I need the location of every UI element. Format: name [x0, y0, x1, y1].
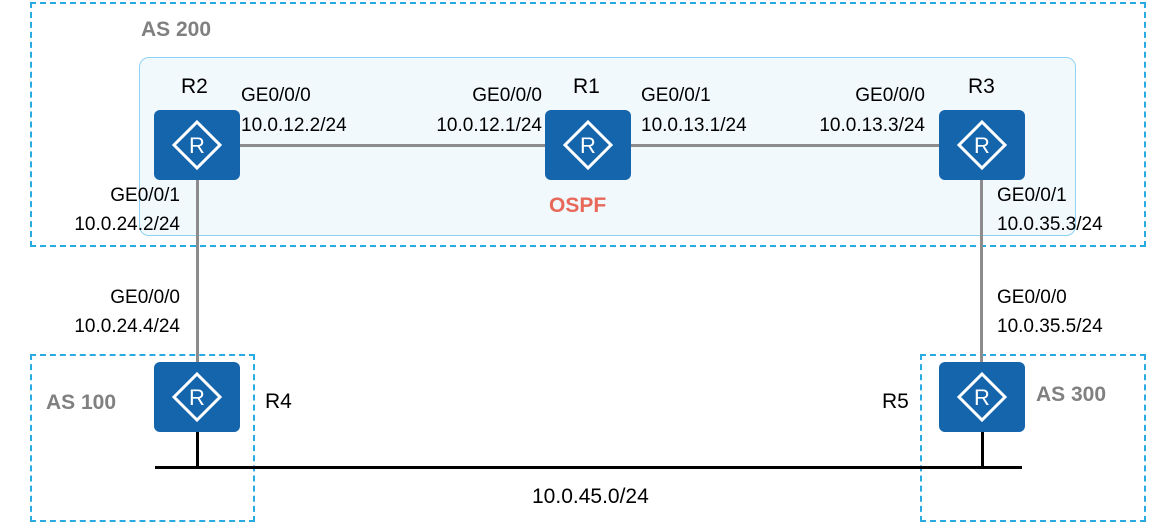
router-icon: R	[562, 119, 614, 171]
r4-ge000-port: GE0/0/0	[110, 287, 180, 308]
r5-bus-drop	[981, 432, 984, 468]
as100-boundary	[30, 354, 255, 522]
bus-network-label: 10.0.45.0/24	[532, 485, 649, 508]
router-r1-name: R1	[573, 75, 600, 98]
router-r3[interactable]: R	[939, 110, 1025, 180]
as200-label: AS 200	[141, 18, 212, 41]
r3-ge001-port: GE0/0/1	[997, 185, 1067, 206]
svg-text:R: R	[974, 385, 990, 410]
router-r2-name: R2	[181, 75, 208, 98]
link-r3-r5	[980, 178, 983, 364]
r4-ge000-ip: 10.0.24.4/24	[74, 316, 180, 337]
router-r5-name: R5	[882, 390, 909, 413]
r2-ge000-ip: 10.0.12.2/24	[241, 115, 347, 136]
router-r4[interactable]: R	[154, 362, 240, 432]
router-r3-name: R3	[968, 75, 995, 98]
r4-bus-drop	[196, 432, 199, 468]
svg-text:R: R	[580, 133, 596, 158]
bus-network-line	[155, 466, 1022, 469]
r3-ge001-ip: 10.0.35.3/24	[997, 214, 1103, 235]
link-r2-r1	[238, 144, 548, 147]
as300-boundary	[920, 354, 1146, 522]
link-r2-r4	[196, 178, 199, 364]
r5-ge000-port: GE0/0/0	[997, 287, 1067, 308]
r3-ge000-port: GE0/0/0	[855, 85, 925, 106]
router-r1[interactable]: R	[545, 110, 631, 180]
router-icon: R	[956, 371, 1008, 423]
router-r4-name: R4	[265, 390, 292, 413]
r3-ge000-ip: 10.0.13.3/24	[819, 115, 925, 136]
router-icon: R	[171, 119, 223, 171]
svg-text:R: R	[189, 133, 205, 158]
r1-ge000-ip: 10.0.12.1/24	[436, 115, 542, 136]
router-icon: R	[956, 119, 1008, 171]
as100-label: AS 100	[46, 391, 117, 414]
r1-ge001-ip: 10.0.13.1/24	[641, 115, 747, 136]
as200-boundary	[30, 2, 1146, 247]
r5-ge000-ip: 10.0.35.5/24	[997, 316, 1103, 337]
r1-ge001-port: GE0/0/1	[641, 85, 711, 106]
r2-ge000-port: GE0/0/0	[241, 85, 311, 106]
r2-ge001-ip: 10.0.24.2/24	[74, 214, 180, 235]
as300-label: AS 300	[1036, 383, 1107, 406]
router-r2[interactable]: R	[154, 110, 240, 180]
svg-text:R: R	[974, 133, 990, 158]
router-icon: R	[171, 371, 223, 423]
r1-ge000-port: GE0/0/0	[472, 85, 542, 106]
ospf-label: OSPF	[549, 194, 607, 217]
svg-text:R: R	[189, 385, 205, 410]
r2-ge001-port: GE0/0/1	[110, 185, 180, 206]
router-r5[interactable]: R	[939, 362, 1025, 432]
link-r1-r3	[630, 144, 942, 147]
